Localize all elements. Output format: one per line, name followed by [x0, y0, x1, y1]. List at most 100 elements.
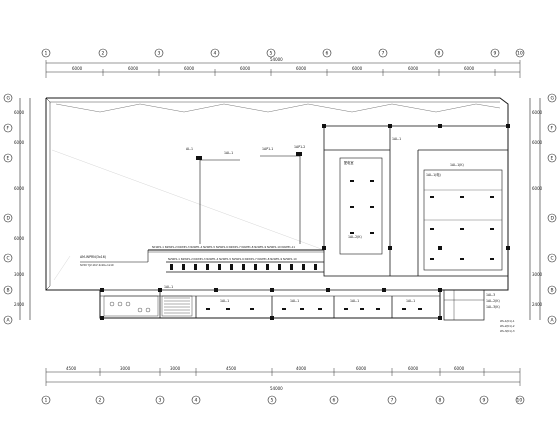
- top-total-dimension: 54000: [270, 57, 283, 62]
- bottom-dim-1: 4500: [66, 366, 77, 371]
- axis-bottom-2: 2: [99, 398, 102, 404]
- left-dim-6: 2400: [14, 302, 25, 307]
- right-dim-2: 6000: [532, 140, 543, 145]
- busway: [80, 249, 324, 273]
- right-dim-4: 3000: [532, 272, 543, 277]
- right-bottom-2: WL-2(K1)-2: [500, 324, 515, 328]
- busway-outlets: [170, 264, 317, 270]
- axis-left-E: E: [7, 156, 10, 162]
- right-dim-3: 6000: [532, 186, 543, 191]
- panel-label-1al1: 1AL-1: [224, 151, 233, 155]
- top-dim-6: 6000: [352, 66, 363, 71]
- hall-diagonals: [49, 104, 325, 286]
- left-dim-4: 6000: [14, 236, 25, 241]
- right-dim-5: 2400: [532, 302, 543, 307]
- axis-bottom-1: 1: [45, 398, 48, 404]
- toilet-fixtures: [109, 301, 151, 313]
- axis-top-1: 1: [45, 51, 48, 57]
- left-dim-5: 3000: [14, 272, 25, 277]
- right-note-3: 1AL-3(K): [486, 305, 500, 309]
- axis-left-F: F: [7, 126, 10, 132]
- lower-room-1-label: 1AL-1: [220, 299, 229, 303]
- axis-right-C: C: [551, 256, 554, 262]
- right-note-1: 1AL-3: [486, 293, 495, 297]
- bus-note: AM-WPRN(3x16): [80, 255, 106, 259]
- axis-bottom-5: 5: [271, 398, 274, 404]
- axis-bottom-9: 9: [483, 398, 486, 404]
- staircase: [164, 297, 190, 314]
- axis-left-A: A: [7, 318, 11, 324]
- axis-bottom-8: 8: [439, 398, 442, 404]
- axis-right-B: B: [551, 288, 554, 294]
- axis-bottom-7: 7: [391, 398, 394, 404]
- bottom-dimension-chain: [45, 368, 521, 386]
- axis-left-G: G: [7, 96, 11, 102]
- right-dim-1: 6000: [532, 110, 543, 115]
- axis-top-8: 8: [438, 51, 441, 57]
- circuit-row-bottom: N2WP1-1 N2WP1-2 N2WP1-3 N2WP1-4 N2WP1-5 …: [168, 257, 297, 261]
- axis-right-A: A: [551, 318, 555, 324]
- room-mid-panel: 1AL-1(K): [450, 163, 464, 167]
- left-dim-2: 6000: [14, 140, 25, 145]
- top-panels: [199, 155, 301, 244]
- top-dim-2: 6000: [128, 66, 139, 71]
- axis-left-D: D: [7, 216, 11, 222]
- axis-right-E: E: [551, 156, 554, 162]
- top-axis-bubbles: [41, 48, 525, 58]
- right-room-block: [323, 125, 509, 277]
- bottom-dim-6: 6000: [356, 366, 367, 371]
- axis-left-B: B: [7, 288, 10, 294]
- bottom-dim-7: 6000: [408, 366, 419, 371]
- corridor-label: 1AL-1: [164, 285, 173, 289]
- bottom-dim-3: 3000: [170, 366, 181, 371]
- panel-label-1ap1-1: 1AP1-1: [262, 147, 273, 151]
- right-bottom-1: WL-1(K1)-1: [500, 319, 515, 323]
- lower-room-fixtures: [206, 308, 422, 310]
- bottom-axis-bubbles: [41, 395, 525, 405]
- axis-bottom-6: 6: [333, 398, 336, 404]
- room-right-sub: 1AL-1: [392, 137, 401, 141]
- axis-top-5: 5: [270, 51, 273, 57]
- right-room-fixtures: [350, 180, 494, 260]
- bottom-dim-5: 4000: [296, 366, 307, 371]
- room-center-panel: 1AL-2(K): [348, 235, 362, 239]
- right-note-2: 1AL-2(K): [486, 299, 500, 303]
- bottom-dim-4: 4500: [226, 366, 237, 371]
- lower-room-3-label: 1AL-1: [350, 299, 359, 303]
- top-dim-1: 6000: [72, 66, 83, 71]
- right-axis-bubbles: [529, 93, 557, 325]
- top-panel-boxes: [196, 152, 302, 160]
- left-dim-1: 6000: [14, 110, 25, 115]
- axis-top-10: 10: [517, 51, 523, 57]
- left-axis-bubbles: [3, 93, 31, 325]
- roof-zigzag: [55, 103, 501, 113]
- top-dim-7: 6000: [408, 66, 419, 71]
- axis-bottom-3: 3: [159, 398, 162, 404]
- bottom-total-dimension: 54000: [270, 386, 283, 391]
- bottom-dim-2: 3000: [120, 366, 131, 371]
- axis-top-7: 7: [382, 51, 385, 57]
- room-right-panel: 1AL-1(电): [426, 172, 441, 177]
- right-bottom-3: WL-3(K1)-3: [500, 329, 515, 333]
- room-right-title: 配电室: [344, 160, 354, 165]
- axis-top-9: 9: [494, 51, 497, 57]
- top-dimension-chain: [45, 60, 521, 78]
- axis-top-3: 3: [158, 51, 161, 57]
- circuit-row-top: N1WP1-1 N2WP1-2 N2WP1-3 N2WP1-4 N2WP1-5 …: [152, 245, 295, 249]
- top-dim-4: 6000: [240, 66, 251, 71]
- axis-top-2: 2: [102, 51, 105, 57]
- axis-top-6: 6: [326, 51, 329, 57]
- panel-label-al1: AL-1: [186, 147, 193, 151]
- left-dim-3: 6000: [14, 186, 25, 191]
- top-dim-5: 6000: [296, 66, 307, 71]
- top-dim-8: 6000: [464, 66, 475, 71]
- bottom-dim-8: 6000: [454, 366, 465, 371]
- axis-left-C: C: [7, 256, 10, 262]
- lower-rooms: [100, 289, 440, 318]
- top-dim-3: 6000: [184, 66, 195, 71]
- axis-right-D: D: [551, 216, 555, 222]
- axis-right-G: G: [551, 96, 555, 102]
- annex: [443, 289, 485, 321]
